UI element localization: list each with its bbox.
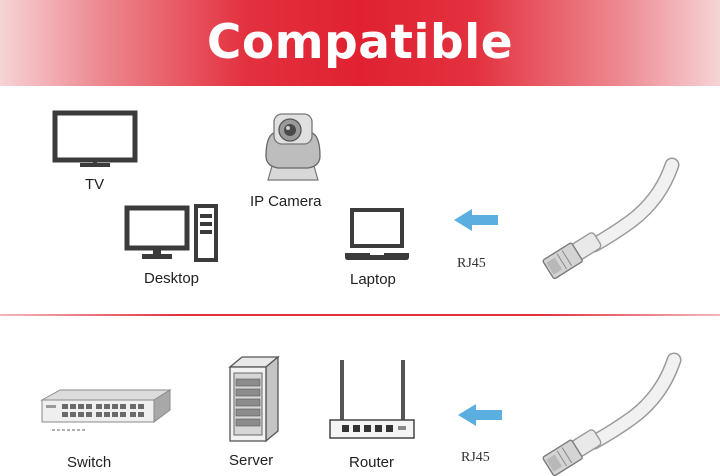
tv-label: TV	[85, 176, 105, 193]
arrow-left-icon	[454, 209, 498, 231]
compatible-banner	[0, 0, 720, 86]
router-icon	[329, 360, 415, 439]
rj45-cable-icon	[542, 157, 680, 280]
desktop-icon	[124, 204, 218, 262]
rj45-label: RJ45	[461, 450, 490, 465]
switch-label: Switch	[67, 454, 112, 471]
rj45-cable-icon	[542, 352, 682, 476]
server-label: Server	[229, 452, 274, 469]
banner-title: Compatible	[206, 15, 514, 70]
laptop-label: Laptop	[350, 271, 396, 288]
rj45-label: RJ45	[457, 256, 486, 271]
switch-icon	[40, 389, 172, 431]
section-divider	[0, 314, 720, 316]
ip-camera-icon	[265, 113, 321, 181]
tv-icon	[52, 110, 138, 167]
desktop-label: Desktop	[144, 270, 200, 287]
router-label: Router	[349, 454, 395, 471]
server-icon	[228, 355, 280, 443]
ip-camera-label: IP Camera	[250, 193, 322, 210]
laptop-icon	[345, 208, 409, 260]
arrow-left-icon	[458, 404, 502, 426]
